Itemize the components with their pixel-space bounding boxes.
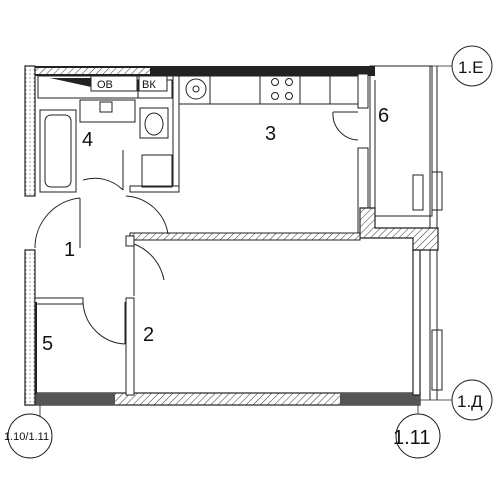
doors: [34, 111, 359, 345]
svg-text:1.11: 1.11: [393, 427, 430, 449]
svg-text:1.Д: 1.Д: [457, 392, 483, 411]
utility-tag-vk: ВК: [138, 75, 168, 92]
room-label-5: 5: [42, 333, 53, 355]
room-label-4: 4: [82, 129, 93, 151]
axis-marker-top-right: 1.Е: [451, 45, 493, 87]
svg-text:ВК: ВК: [142, 79, 156, 91]
bathroom-fixtures: [37, 75, 174, 193]
room-label-6: 6: [378, 105, 389, 127]
room-label-3: 3: [265, 123, 276, 145]
room-label-1: 1: [64, 239, 75, 261]
room-label-2: 2: [143, 324, 154, 346]
axis-marker-bottom-right: 1.Д: [451, 379, 493, 421]
svg-text:1.10/1.11: 1.10/1.11: [4, 431, 49, 443]
kitchen-fixtures: [178, 75, 359, 105]
svg-text:ОВ: ОВ: [97, 79, 113, 91]
svg-text:1.Е: 1.Е: [458, 58, 484, 77]
exterior-walls: [24, 65, 421, 406]
axis-marker-bottom-center: 1.11: [393, 413, 441, 459]
utility-tag-ov: ОВ: [90, 75, 138, 92]
axis-marker-bottom-left: 1.10/1.11: [4, 413, 53, 459]
interior-walls: [34, 73, 439, 396]
axis-lines: [39, 65, 452, 418]
